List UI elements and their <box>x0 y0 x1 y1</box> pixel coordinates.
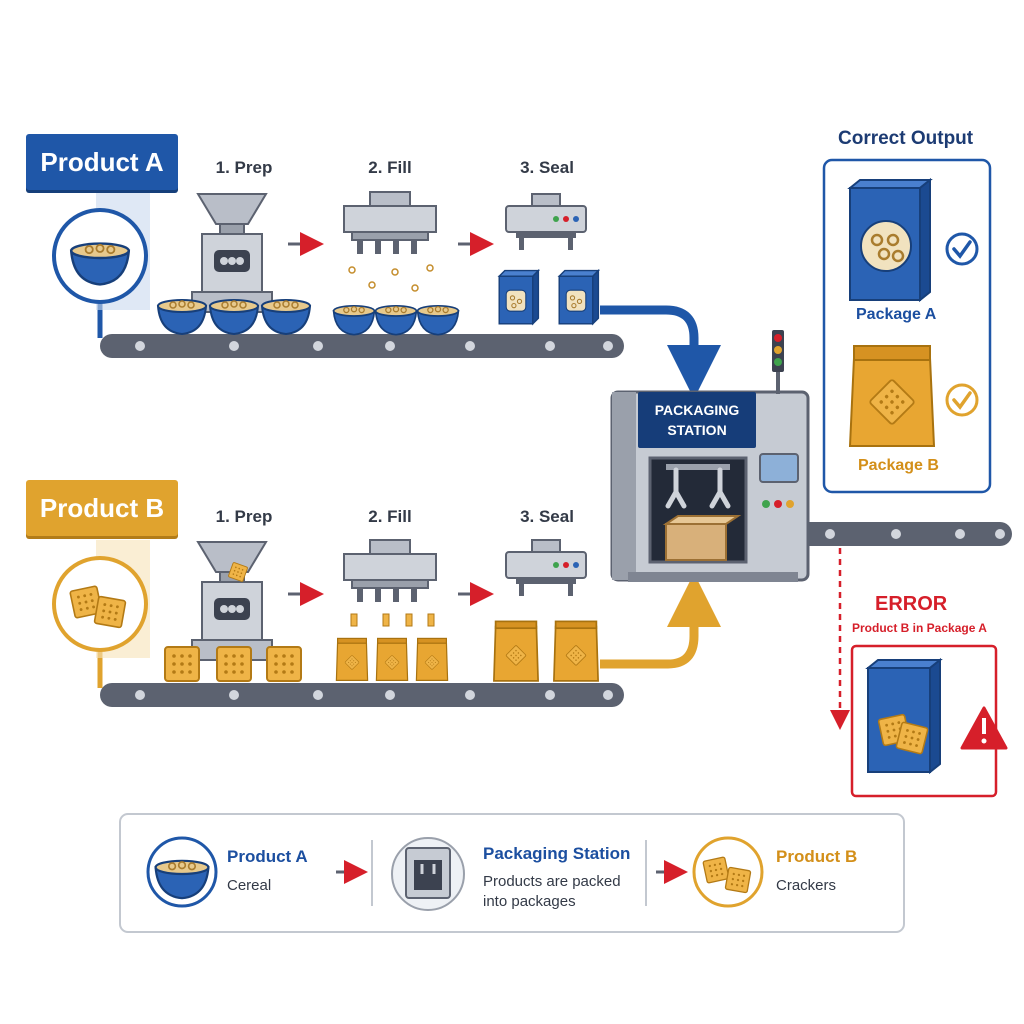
seal-machine-a <box>505 193 587 251</box>
wrong-package-icon <box>865 657 943 775</box>
legend-product-b-subtitle: Crackers <box>776 877 837 894</box>
legend <box>119 813 905 933</box>
station-title-line1: PACKAGING <box>654 402 740 418</box>
package-b-label: Package B <box>858 457 939 474</box>
conveyor-rollers-b <box>135 690 613 700</box>
conveyor-belt-a <box>100 334 624 358</box>
check-icon <box>945 383 979 417</box>
package-a-box-icon <box>847 177 933 303</box>
fill-machine-b <box>343 539 437 603</box>
step-prep-a-label: 1. Prep <box>215 158 273 177</box>
legend-station-line1: Products are packed <box>483 873 621 890</box>
product-a-label: Product A <box>26 134 178 190</box>
legend-station-line2: into packages <box>483 893 576 910</box>
product-b-label: Product B <box>26 480 178 536</box>
check-icon <box>945 232 979 266</box>
flow-arrow-b-to-station <box>600 573 721 669</box>
step-seal-a-label: 3. Seal <box>520 158 574 177</box>
packaging-station-title: PACKAGING STATION <box>638 392 756 448</box>
step-fill-a-label: 2. Fill <box>368 158 412 177</box>
product-a-line <box>52 191 721 399</box>
conveyor-belt-b <box>100 683 624 707</box>
package-a-label: Package A <box>856 306 937 323</box>
step-seal-b-label: 3. Seal <box>520 507 574 526</box>
prep-machine-b <box>191 541 273 661</box>
prep-machine-a <box>191 193 273 313</box>
correct-output-panel <box>822 158 992 494</box>
legend-product-b-title: Product B <box>776 847 858 866</box>
legend-product-a-subtitle: Cereal <box>227 877 272 894</box>
product-b-line <box>52 539 721 707</box>
legend-product-a-title: Product A <box>227 847 308 866</box>
step-prep-b-label: 1. Prep <box>215 507 273 526</box>
fill-machine-a <box>343 191 437 255</box>
flow-arrow-a-to-station <box>600 305 721 399</box>
step-fill-b-label: 2. Fill <box>368 507 412 526</box>
seal-machine-b <box>505 539 587 597</box>
error-title: ERROR <box>875 593 948 615</box>
correct-output-title: Correct Output <box>838 128 974 149</box>
error-panel <box>830 548 1008 798</box>
error-subtitle: Product B in Package A <box>852 621 987 635</box>
package-b-bag-icon <box>848 345 936 447</box>
conveyor-rollers-a <box>135 341 613 351</box>
station-title-line2: STATION <box>667 422 727 438</box>
legend-station-title: Packaging Station <box>483 844 631 863</box>
